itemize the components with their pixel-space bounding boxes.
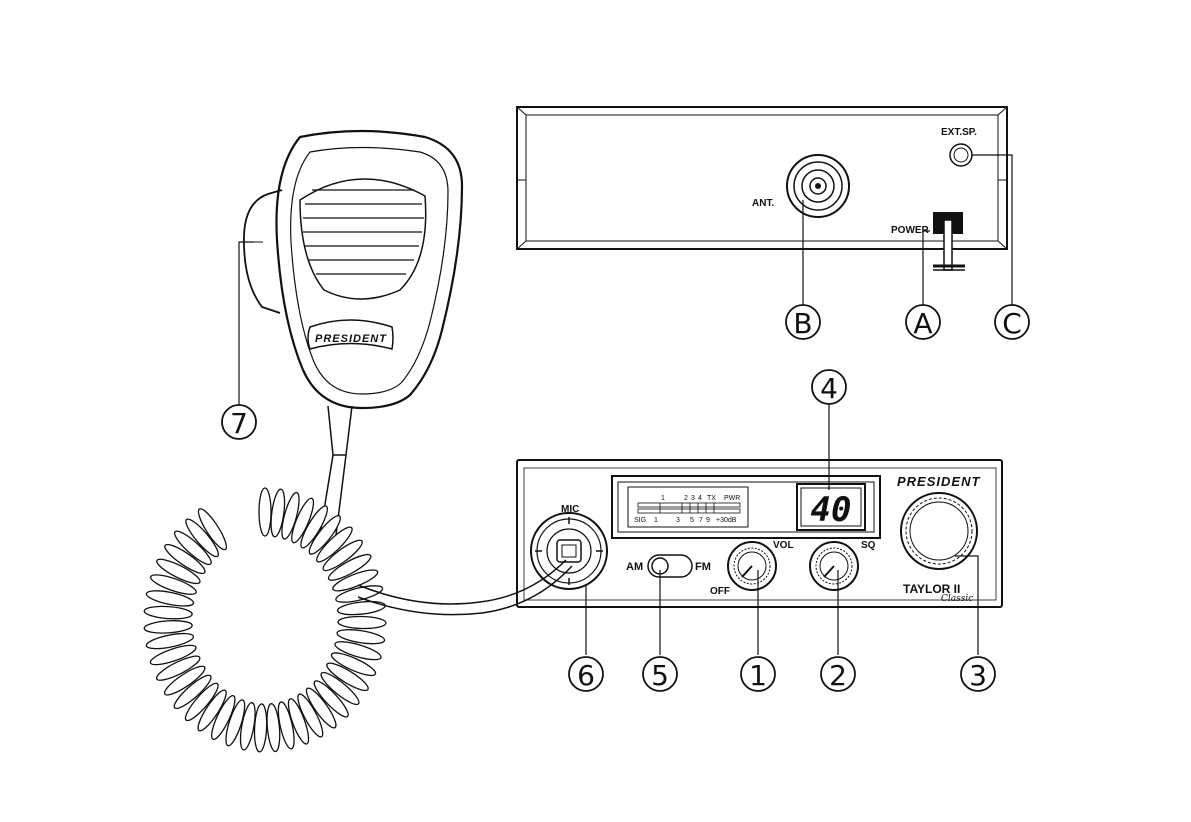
vol-label: VOL	[773, 540, 794, 551]
callout-5: 5	[643, 657, 677, 692]
meter-sig-30db: +30dB	[716, 517, 737, 524]
callout-6: 6	[569, 657, 603, 692]
channel-selector-knob	[901, 493, 977, 569]
svg-text:6: 6	[577, 659, 595, 692]
meter-sig-7: 7	[699, 517, 703, 524]
antenna-connector	[787, 155, 849, 217]
front-brand-logo: PRESIDENT	[897, 474, 980, 489]
channel-number: 40	[811, 490, 852, 530]
meter-tick-2: 2	[684, 495, 688, 502]
coil-loop	[144, 619, 193, 634]
fm-label: FM	[695, 561, 711, 573]
svg-text:7: 7	[230, 407, 248, 440]
front-panel: 1 2 3 4 TX PWR SIG 1 3 5 7 9 +30dB	[517, 460, 1002, 607]
svg-text:B: B	[793, 307, 812, 340]
ext-speaker-jack	[950, 144, 972, 166]
mic-socket	[531, 513, 607, 589]
svg-text:5: 5	[651, 659, 669, 692]
svg-text:2: 2	[829, 659, 847, 692]
ext-sp-label: EXT.SP.	[941, 127, 977, 138]
coil-loop	[144, 605, 193, 620]
meter-pwr-label: PWR	[724, 495, 740, 502]
callout-1: 1	[741, 657, 775, 692]
meter-tx-label: TX	[707, 495, 716, 502]
callout-3: 3	[961, 657, 995, 692]
am-fm-switch	[648, 555, 692, 577]
meter-sig-1: 1	[654, 517, 658, 524]
rear-panel: ANT. EXT.SP. POWER	[517, 107, 1007, 270]
coil-loop	[338, 616, 386, 629]
svg-text:3: 3	[969, 659, 987, 692]
front-leader-lines	[586, 404, 978, 655]
sq-label: SQ	[861, 540, 876, 551]
callout-A: A	[906, 305, 940, 340]
coil-loop	[259, 488, 271, 536]
callout-C: C	[995, 305, 1029, 340]
callout-B: B	[786, 305, 820, 340]
signal-meter: 1 2 3 4 TX PWR SIG 1 3 5 7 9 +30dB	[628, 487, 748, 527]
am-label: AM	[626, 561, 643, 573]
callout-4: 4	[812, 370, 846, 405]
microphone: PRESIDENT	[244, 131, 462, 535]
meter-sig-5: 5	[690, 517, 694, 524]
meter-sig-3: 3	[676, 517, 680, 524]
volume-knob	[728, 542, 776, 590]
ant-label: ANT.	[752, 198, 774, 209]
meter-sig-label: SIG	[634, 517, 646, 524]
coiled-cord	[144, 488, 386, 752]
callout-2: 2	[821, 657, 855, 692]
off-label: OFF	[710, 586, 730, 597]
model-subtitle: Classic	[941, 594, 973, 604]
meter-tick-3: 3	[691, 495, 695, 502]
svg-text:1: 1	[749, 659, 767, 692]
svg-text:4: 4	[820, 372, 838, 405]
meter-tick-4: 4	[698, 495, 702, 502]
svg-text:C: C	[1002, 307, 1022, 340]
svg-text:A: A	[913, 307, 932, 340]
callout-7: 7	[222, 405, 256, 440]
speaker-grille	[300, 179, 426, 299]
mic-brand-logo: PRESIDENT	[315, 333, 387, 345]
meter-tick-1: 1	[661, 495, 665, 502]
mic-label: MIC	[561, 504, 579, 515]
meter-sig-9: 9	[706, 517, 710, 524]
channel-display: 40	[797, 484, 865, 530]
squelch-knob	[810, 542, 858, 590]
